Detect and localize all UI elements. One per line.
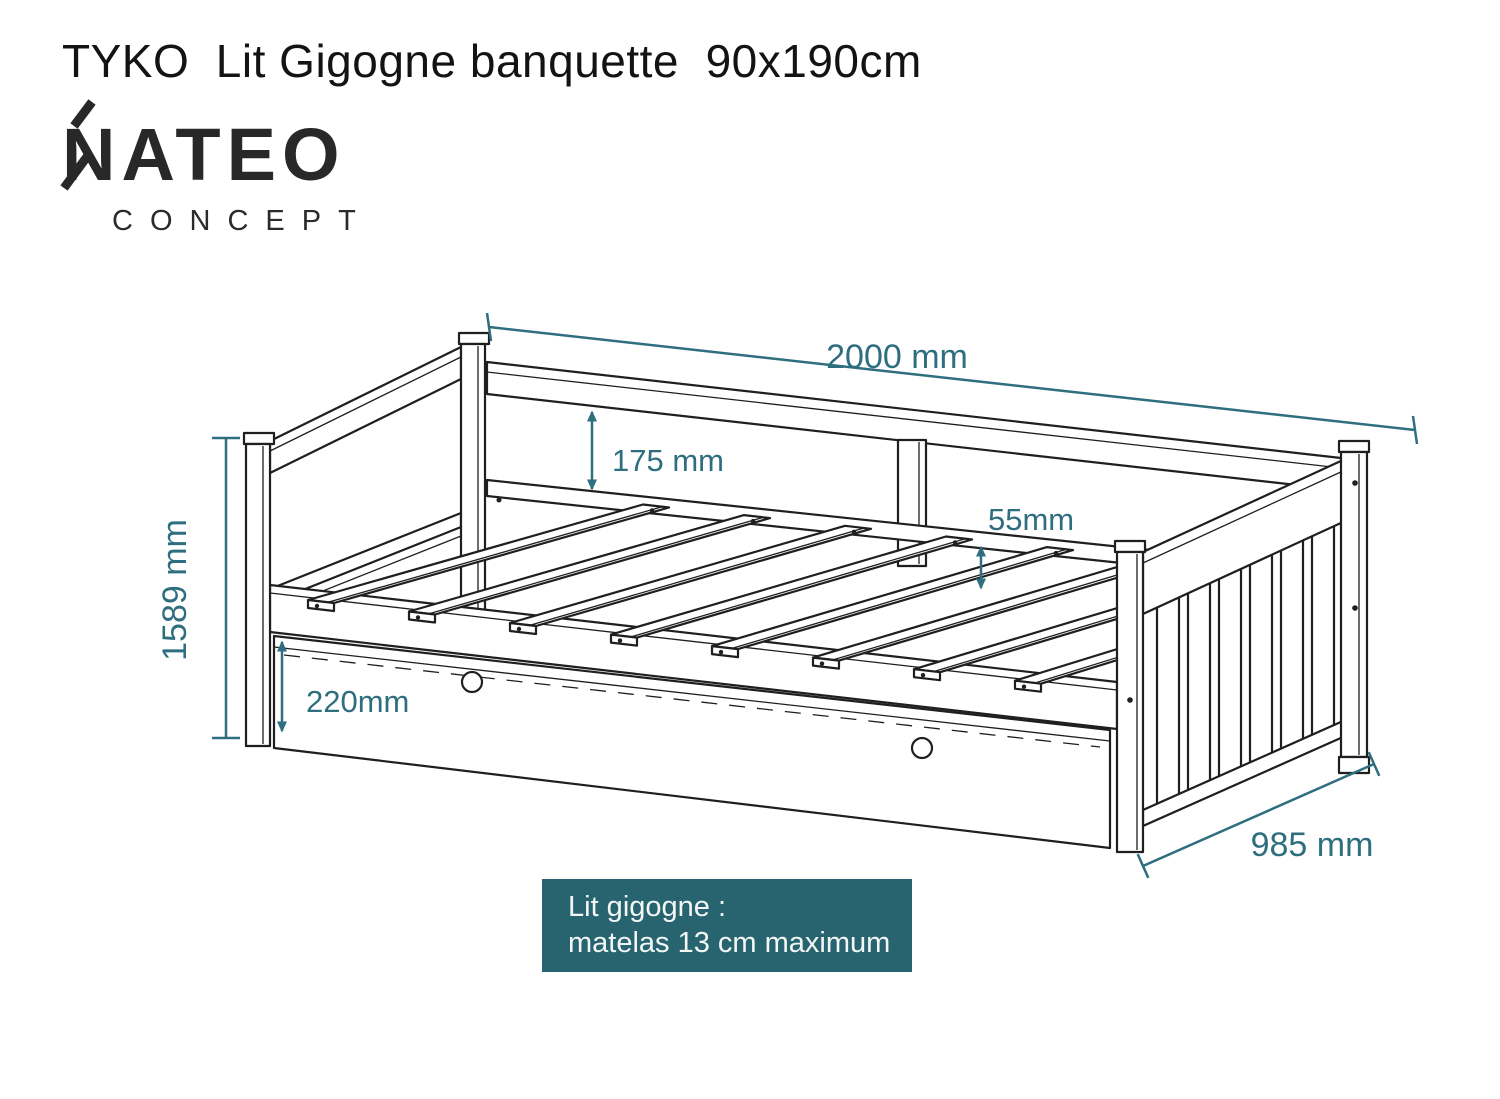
footboard-plank	[1310, 523, 1336, 737]
dimension-slat-height: 55mm	[976, 502, 1074, 590]
footboard-plank	[1248, 551, 1274, 765]
front-left-post	[244, 442, 272, 748]
logo-branch-stub-top	[70, 99, 96, 129]
back-right-post-cap	[1337, 439, 1371, 454]
dimension-trundle-label: 220mm	[306, 684, 409, 719]
back-left-post	[459, 342, 487, 632]
dimension-length: 2000 mm	[485, 312, 1419, 445]
back-right-post-foot	[1337, 755, 1371, 775]
dimension-trundle-height: 220mm	[277, 640, 409, 733]
note-line-1: Lit gigogne :	[568, 891, 726, 923]
dimension-backrest-label: 175 mm	[612, 443, 724, 478]
dimension-depth: 985 mm	[1136, 751, 1381, 879]
front-right-post-cap	[1113, 539, 1147, 554]
bed-slat	[508, 524, 873, 636]
note-box-background	[542, 879, 912, 972]
footboard-plank	[1279, 537, 1305, 751]
footboard-plank	[1186, 580, 1212, 793]
footboard-plank	[1155, 595, 1181, 806]
dimension-depth-label: 985 mm	[1251, 826, 1374, 864]
brand-subtitle: CONCEPT	[112, 205, 373, 237]
note-box: Lit gigogne : matelas 13 cm maximum	[542, 879, 912, 972]
front-left-post-group	[242, 431, 276, 748]
dimension-length-label: 2000 mm	[826, 338, 968, 376]
front-left-post-cap	[242, 431, 276, 446]
footboard-plank	[1217, 566, 1243, 779]
dimension-backrest: 175 mm	[587, 410, 724, 491]
dimension-height: 1589 mm	[156, 436, 240, 740]
brand-name: NATEO	[62, 113, 346, 196]
trundle-front-panel	[272, 634, 1112, 850]
dimension-height-label: 1589 mm	[156, 519, 194, 661]
trundle-handle-right	[910, 736, 934, 760]
bed-slat	[306, 503, 671, 613]
front-right-post	[1115, 550, 1145, 854]
logo-branch-stub-bottom	[60, 151, 93, 191]
headboard-top-rail	[268, 345, 463, 475]
bed-slat	[407, 513, 772, 624]
back-left-post-cap	[457, 331, 491, 346]
back-right-post	[1339, 450, 1369, 759]
footboard	[1113, 439, 1371, 854]
dimension-slat-label: 55mm	[988, 502, 1074, 537]
bed-slat	[609, 535, 974, 647]
trundle-handle-left	[460, 670, 484, 694]
trundle-drawer	[272, 634, 1112, 850]
bed-illustration	[242, 331, 1371, 854]
note-line-2: matelas 13 cm maximum	[568, 927, 890, 959]
brand-logo: NATEO CONCEPT	[56, 98, 486, 248]
page-title: TYKO Lit Gigogne banquette 90x190cm	[62, 35, 922, 87]
